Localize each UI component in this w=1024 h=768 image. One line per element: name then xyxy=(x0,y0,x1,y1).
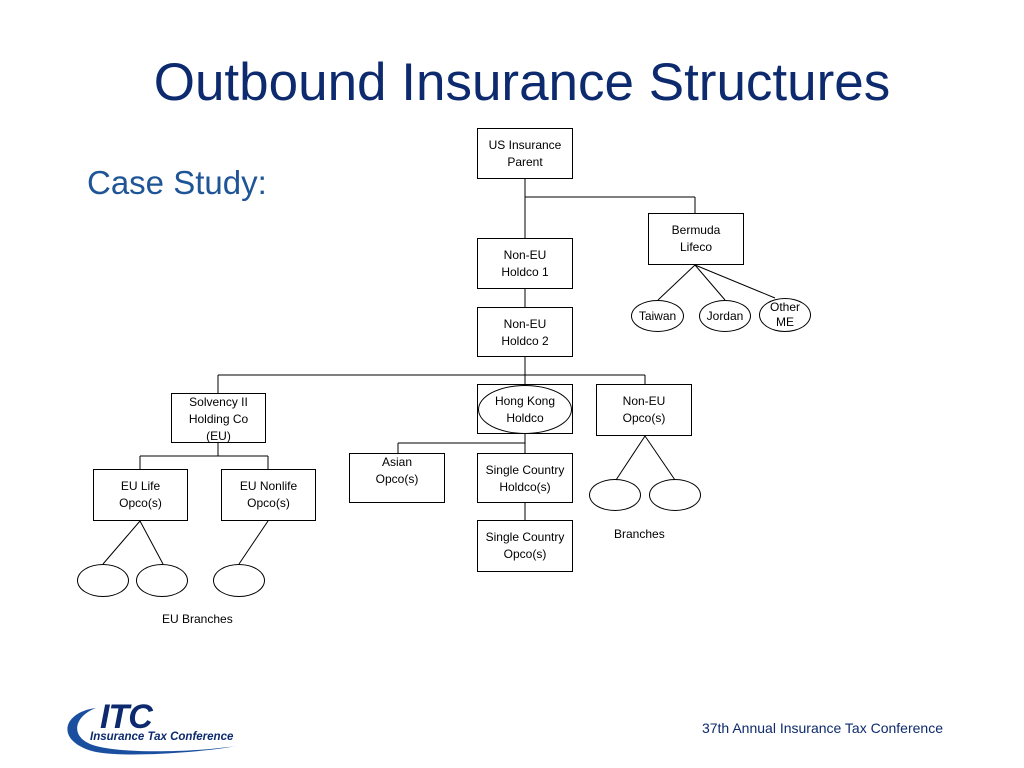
logo-swoosh-icon xyxy=(67,708,237,755)
non-eu-holdco-1-node: Non-EU Holdco 1 xyxy=(477,238,573,289)
eu-branch-oval-2 xyxy=(136,564,188,597)
asian-opco-node: Asian Opco(s) xyxy=(349,453,445,503)
jordan-branch-oval: Jordan xyxy=(699,300,751,332)
non-eu-opco-node: Non-EU Opco(s) xyxy=(596,384,692,436)
non-eu-branch-oval-1 xyxy=(589,479,641,511)
eu-nonlife-opco-node: EU Nonlife Opco(s) xyxy=(221,469,316,521)
single-country-holdco-node: Single Country Holdco(s) xyxy=(477,453,573,503)
eu-branches-label: EU Branches xyxy=(162,612,233,626)
hong-kong-highlight-ellipse xyxy=(478,385,572,434)
eu-life-opco-node: EU Life Opco(s) xyxy=(93,469,188,521)
bermuda-lifeco-node: Bermuda Lifeco xyxy=(648,213,744,265)
non-eu-branch-oval-2 xyxy=(649,479,701,511)
eu-branch-oval-1 xyxy=(77,564,129,597)
slide-subtitle: Case Study: xyxy=(87,164,267,201)
itc-logo: ITC Insurance Tax Conference xyxy=(56,698,246,758)
us-insurance-parent-node: US Insurance Parent xyxy=(477,128,573,179)
solvency-ii-holding-node: Solvency II Holding Co (EU) xyxy=(171,393,266,443)
footer-text: 37th Annual Insurance Tax Conference xyxy=(701,720,943,736)
taiwan-branch-oval: Taiwan xyxy=(631,300,684,332)
eu-branch-oval-3 xyxy=(213,564,265,597)
slide-title: Outbound Insurance Structures xyxy=(153,53,891,112)
single-country-opco-node: Single Country Opco(s) xyxy=(477,520,573,572)
branches-label: Branches xyxy=(614,527,665,541)
non-eu-holdco-2-node: Non-EU Holdco 2 xyxy=(477,307,573,357)
